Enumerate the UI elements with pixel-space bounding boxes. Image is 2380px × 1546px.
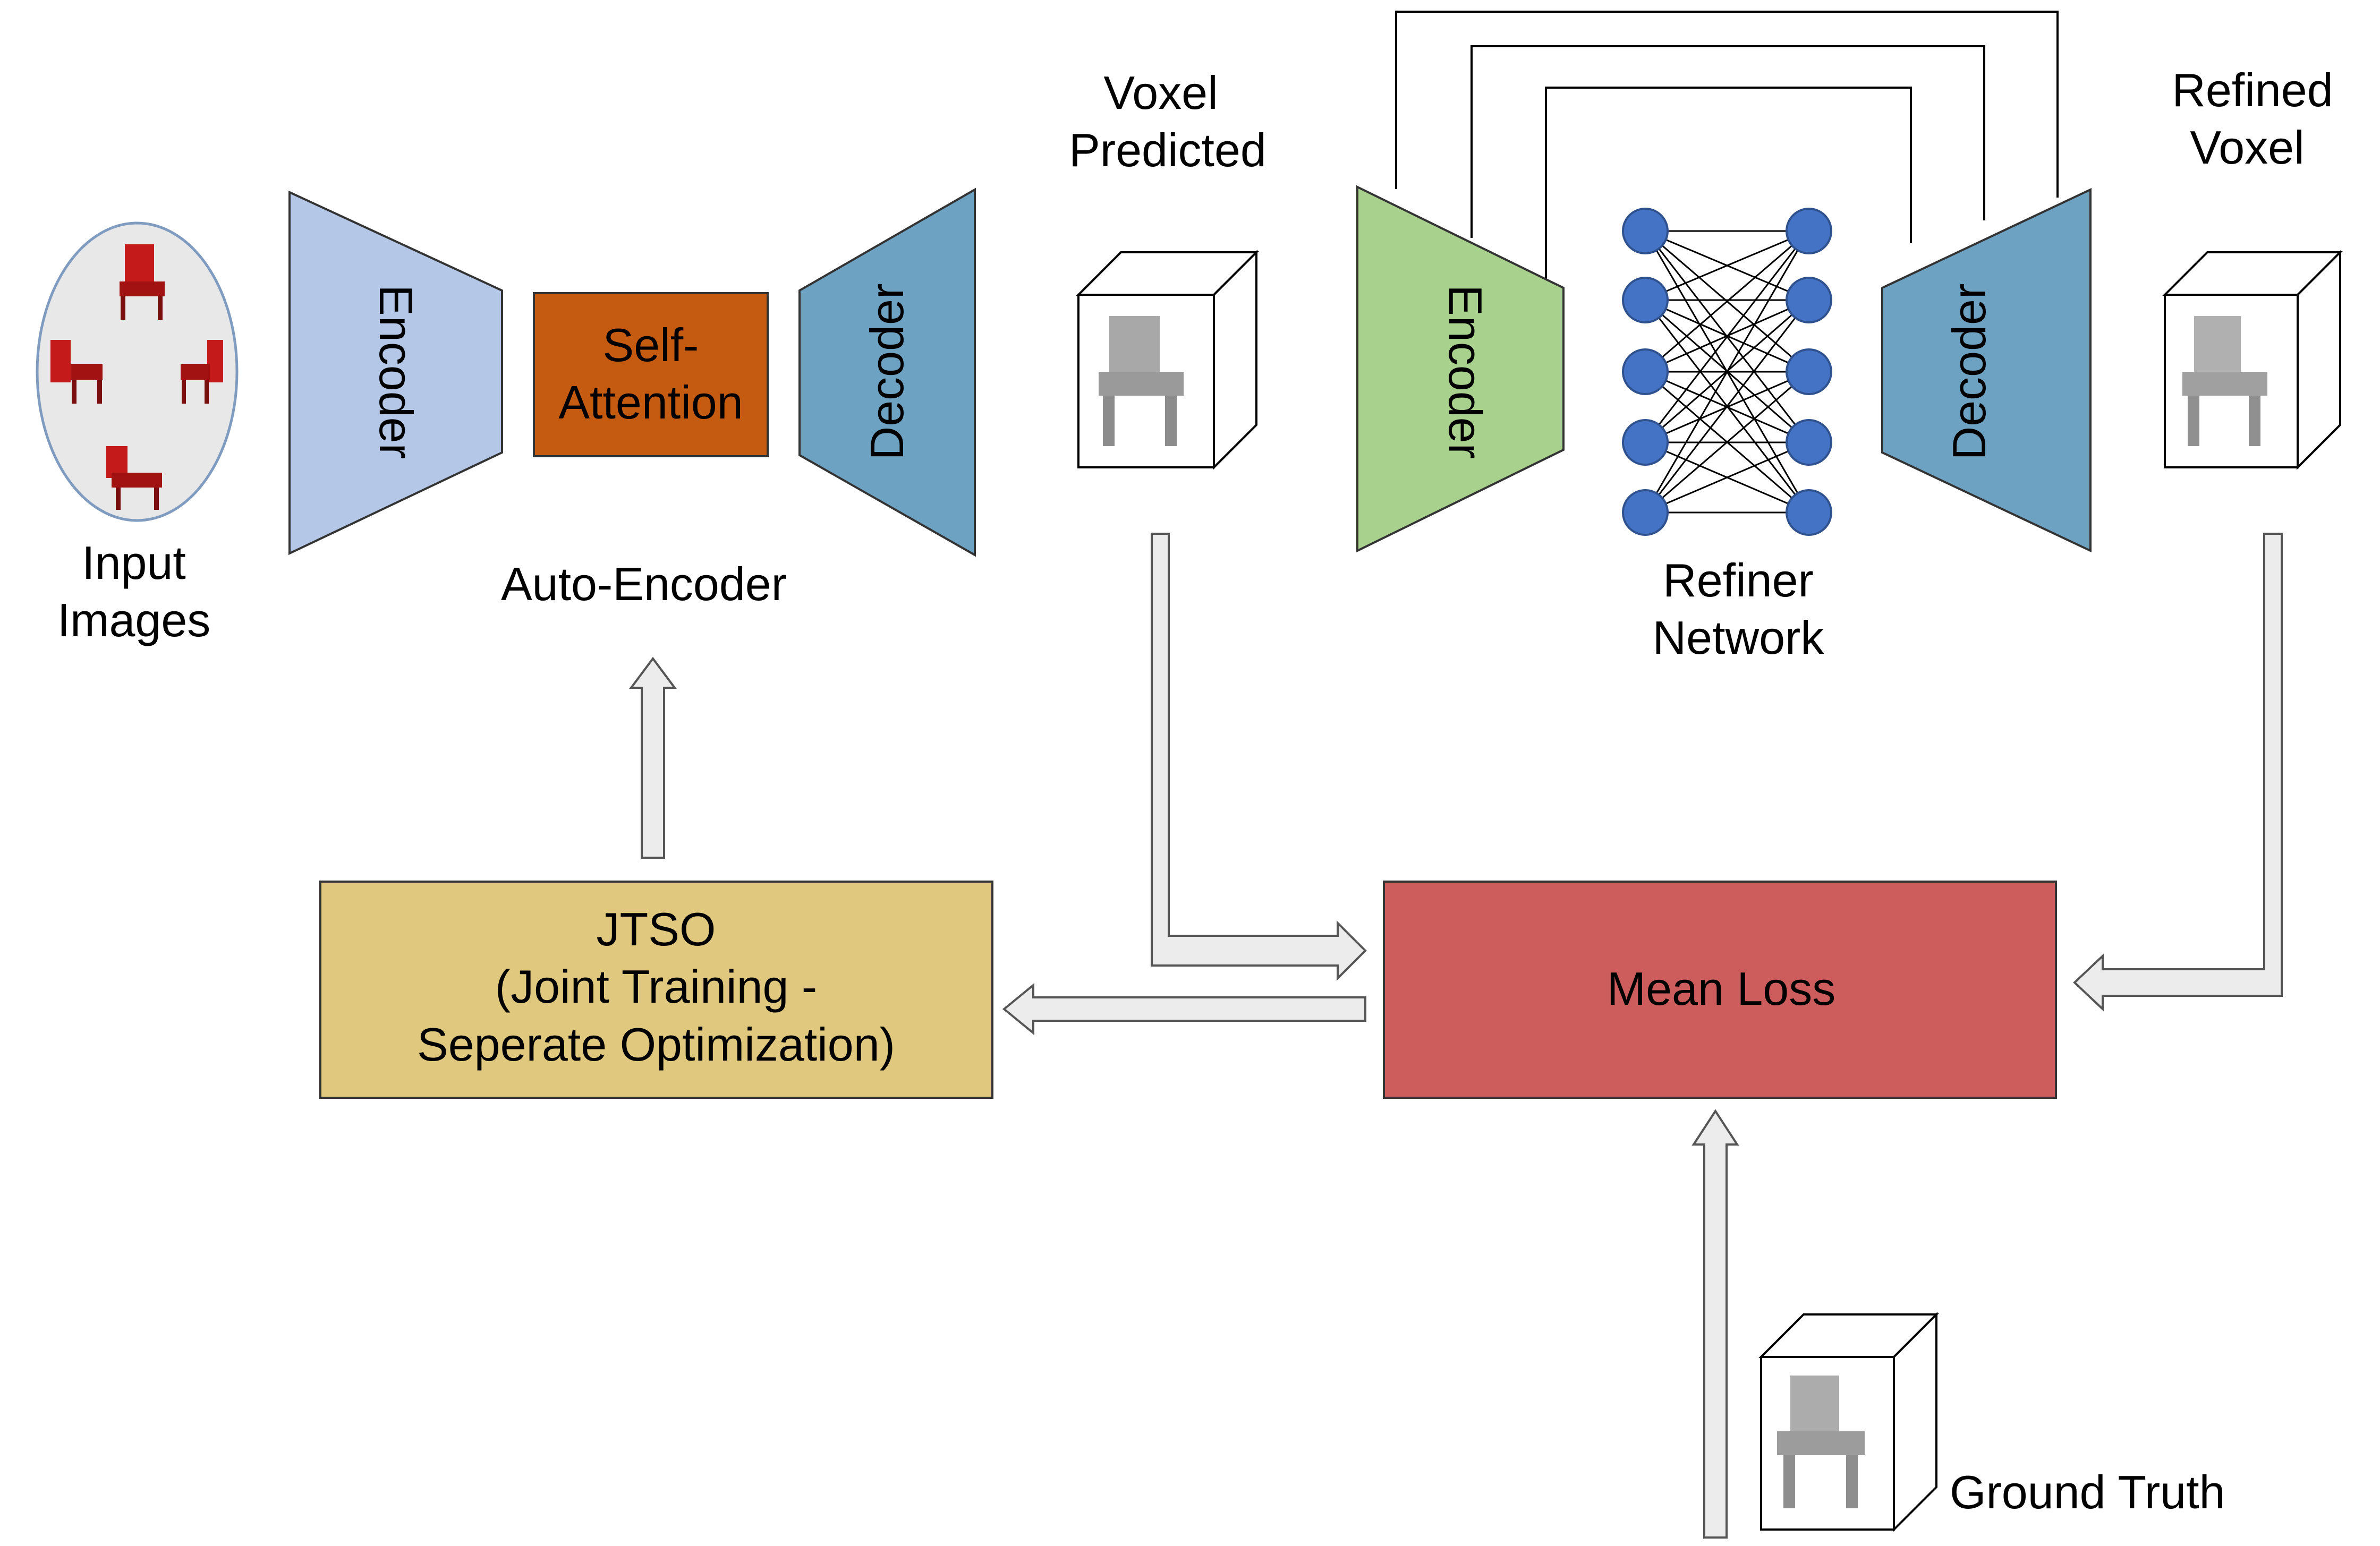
arrow-groundtruth-to-loss: [1692, 1109, 1739, 1539]
network-connection: [1644, 230, 1810, 513]
refiner-network-label: Refiner: [1663, 554, 1814, 607]
red-chair-icon: [120, 244, 165, 320]
red-chair-icon: [181, 340, 223, 404]
arrow-voxel-to-loss: [1151, 533, 1367, 981]
network-connection: [1645, 230, 1809, 301]
jtso-label: JTSO: [597, 903, 716, 955]
refiner-encoder-block: [1356, 185, 1565, 553]
gray-chair-icon: [1099, 316, 1184, 446]
gray-chair-icon: [2182, 316, 2267, 446]
voxel-predicted-label: Voxel: [1103, 66, 1218, 119]
refiner-decoder-block: [1881, 187, 2092, 553]
refiner-network-label: Network: [1653, 611, 1825, 664]
voxel-predicted-cube: [1076, 250, 1259, 470]
network-node: [1786, 277, 1832, 323]
network-node: [1622, 348, 1669, 395]
network-node: [1622, 277, 1669, 323]
flow-arrows: [629, 533, 2283, 1539]
ground-truth-cube: [1758, 1312, 1939, 1532]
network-node: [1622, 419, 1669, 466]
network-connection: [1645, 441, 1809, 514]
refiner-network: [1622, 208, 1832, 536]
mean-loss-label: Mean Loss: [1607, 962, 1835, 1015]
input-images-label: Input: [82, 536, 186, 589]
input-images-ellipse: [36, 221, 239, 522]
encoder-label: Encoder: [370, 285, 422, 459]
red-chair-icon: [50, 340, 103, 404]
decoder-block: [798, 187, 976, 557]
red-chair-icon: [106, 446, 162, 510]
refined-voxel-cube: [2162, 250, 2343, 470]
network-node: [1622, 489, 1669, 536]
network-connection: [1645, 230, 1809, 373]
network-node: [1786, 348, 1832, 395]
auto-encoder-label: Auto-Encoder: [501, 558, 787, 610]
network-connection: [1644, 300, 1810, 513]
arrow-refined-to-loss: [2073, 533, 2283, 1012]
jtso-block: [319, 881, 993, 1099]
self-attention-label: Attention: [558, 376, 743, 429]
decoder-label: Decoder: [861, 284, 913, 460]
network-connection: [1644, 230, 1810, 443]
mean-loss-block: [1383, 881, 2057, 1099]
refined-voxel-label: Voxel: [2190, 121, 2304, 174]
jtso-label: Seperate Optimization): [417, 1018, 895, 1071]
network-node: [1786, 489, 1832, 536]
refined-voxel-label: Refined: [2172, 64, 2333, 116]
refiner-decoder-label: Decoder: [1943, 284, 1995, 460]
self-attention-block: [533, 292, 769, 457]
encoder-block: [288, 190, 503, 556]
gray-chair-icon: [1777, 1376, 1865, 1508]
jtso-label: (Joint Training -: [495, 960, 817, 1013]
arrow-jtso-to-autoencoder: [629, 656, 677, 859]
skip-connections: [1395, 11, 2059, 279]
self-attention-label: Self-: [603, 319, 699, 371]
refiner-encoder-label: Encoder: [1439, 285, 1492, 459]
arrow-loss-to-jtso: [1002, 983, 1366, 1036]
input-images-label: Images: [57, 594, 211, 646]
voxel-predicted-label: Predicted: [1069, 124, 1266, 176]
network-node: [1786, 419, 1832, 466]
ground-truth-label: Ground Truth: [1950, 1466, 2225, 1518]
network-connection: [1645, 371, 1809, 514]
network-node: [1786, 208, 1832, 254]
network-node: [1622, 208, 1669, 254]
